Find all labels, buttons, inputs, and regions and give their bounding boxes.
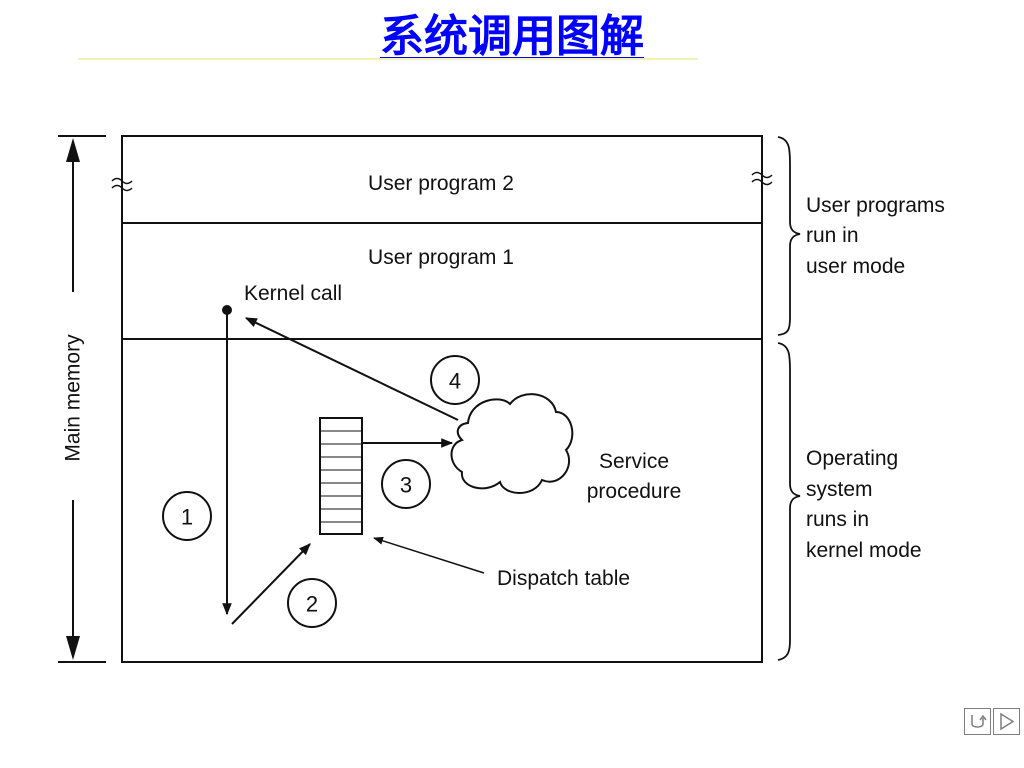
service-procedure-label-line1: Service [599, 450, 669, 473]
next-triangle-icon [1000, 712, 1015, 731]
kernel-call-label: Kernel call [244, 282, 342, 305]
svg-text:3: 3 [400, 473, 412, 498]
svg-text:4: 4 [449, 369, 461, 394]
user-mode-text-line1: User programs [806, 194, 945, 217]
slide-title: 系统调用图解 [380, 11, 644, 62]
dispatch-table [319, 417, 363, 535]
service-procedure-label-line2: procedure [587, 480, 682, 503]
dispatch-table-label: Dispatch table [497, 567, 630, 590]
arrow-step-4 [244, 317, 459, 421]
main-memory-label: Main memory [62, 334, 85, 462]
kernel-mode-text-line2: system [806, 478, 873, 501]
slide-navigation [964, 708, 1022, 735]
kernel-mode-text-line3: runs in [806, 508, 869, 531]
service-procedure-blob [450, 393, 574, 494]
break-mark-right [751, 171, 773, 186]
main-memory-dimension [58, 135, 106, 663]
step-2-marker: 2 [287, 578, 337, 628]
user-program-1-label: User program 1 [368, 246, 514, 269]
next-button[interactable] [993, 708, 1020, 735]
memory-box [121, 135, 763, 663]
user-mode-text-line3: user mode [806, 255, 905, 278]
kernel-mode-text-line4: kernel mode [806, 539, 922, 562]
title-divider [78, 58, 698, 60]
dispatch-table-pointer [373, 536, 485, 574]
kernel-mode-text-line1: Operating [806, 447, 898, 470]
user-mode-text-line2: run in [806, 224, 859, 247]
kernel-mode-brace [777, 342, 801, 661]
step-3-marker: 3 [381, 459, 431, 509]
user-mode-brace [777, 136, 801, 336]
step-4-marker: 4 [430, 355, 480, 405]
break-mark-left [111, 177, 133, 192]
step-1-marker: 1 [162, 491, 212, 541]
kernel-call-dot [222, 305, 232, 315]
return-button[interactable] [964, 708, 991, 735]
arrow-step-2 [231, 543, 311, 625]
user-program-2-label: User program 2 [368, 172, 514, 195]
svg-text:1: 1 [181, 505, 193, 530]
return-icon [971, 714, 987, 728]
svg-text:2: 2 [306, 592, 318, 617]
